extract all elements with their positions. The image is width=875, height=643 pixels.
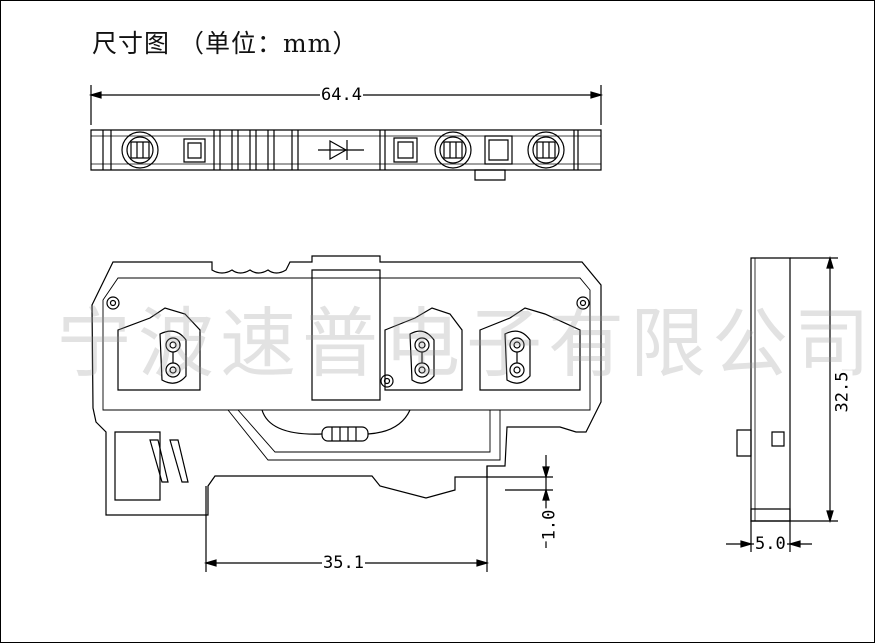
company-watermark: 宁波速普电子有限公司 <box>56 299 875 388</box>
dim-width-base: 35.1 <box>322 553 365 573</box>
dim-offset: 1.0 <box>539 508 560 542</box>
dim-thickness: 5.0 <box>754 534 787 554</box>
dim-height: 32.5 <box>832 370 853 414</box>
top-view <box>91 85 601 180</box>
dim-width-top: 64.4 <box>320 85 363 105</box>
drawing-title: 尺寸图 （单位：mm） <box>92 29 359 58</box>
side-view <box>726 258 838 552</box>
